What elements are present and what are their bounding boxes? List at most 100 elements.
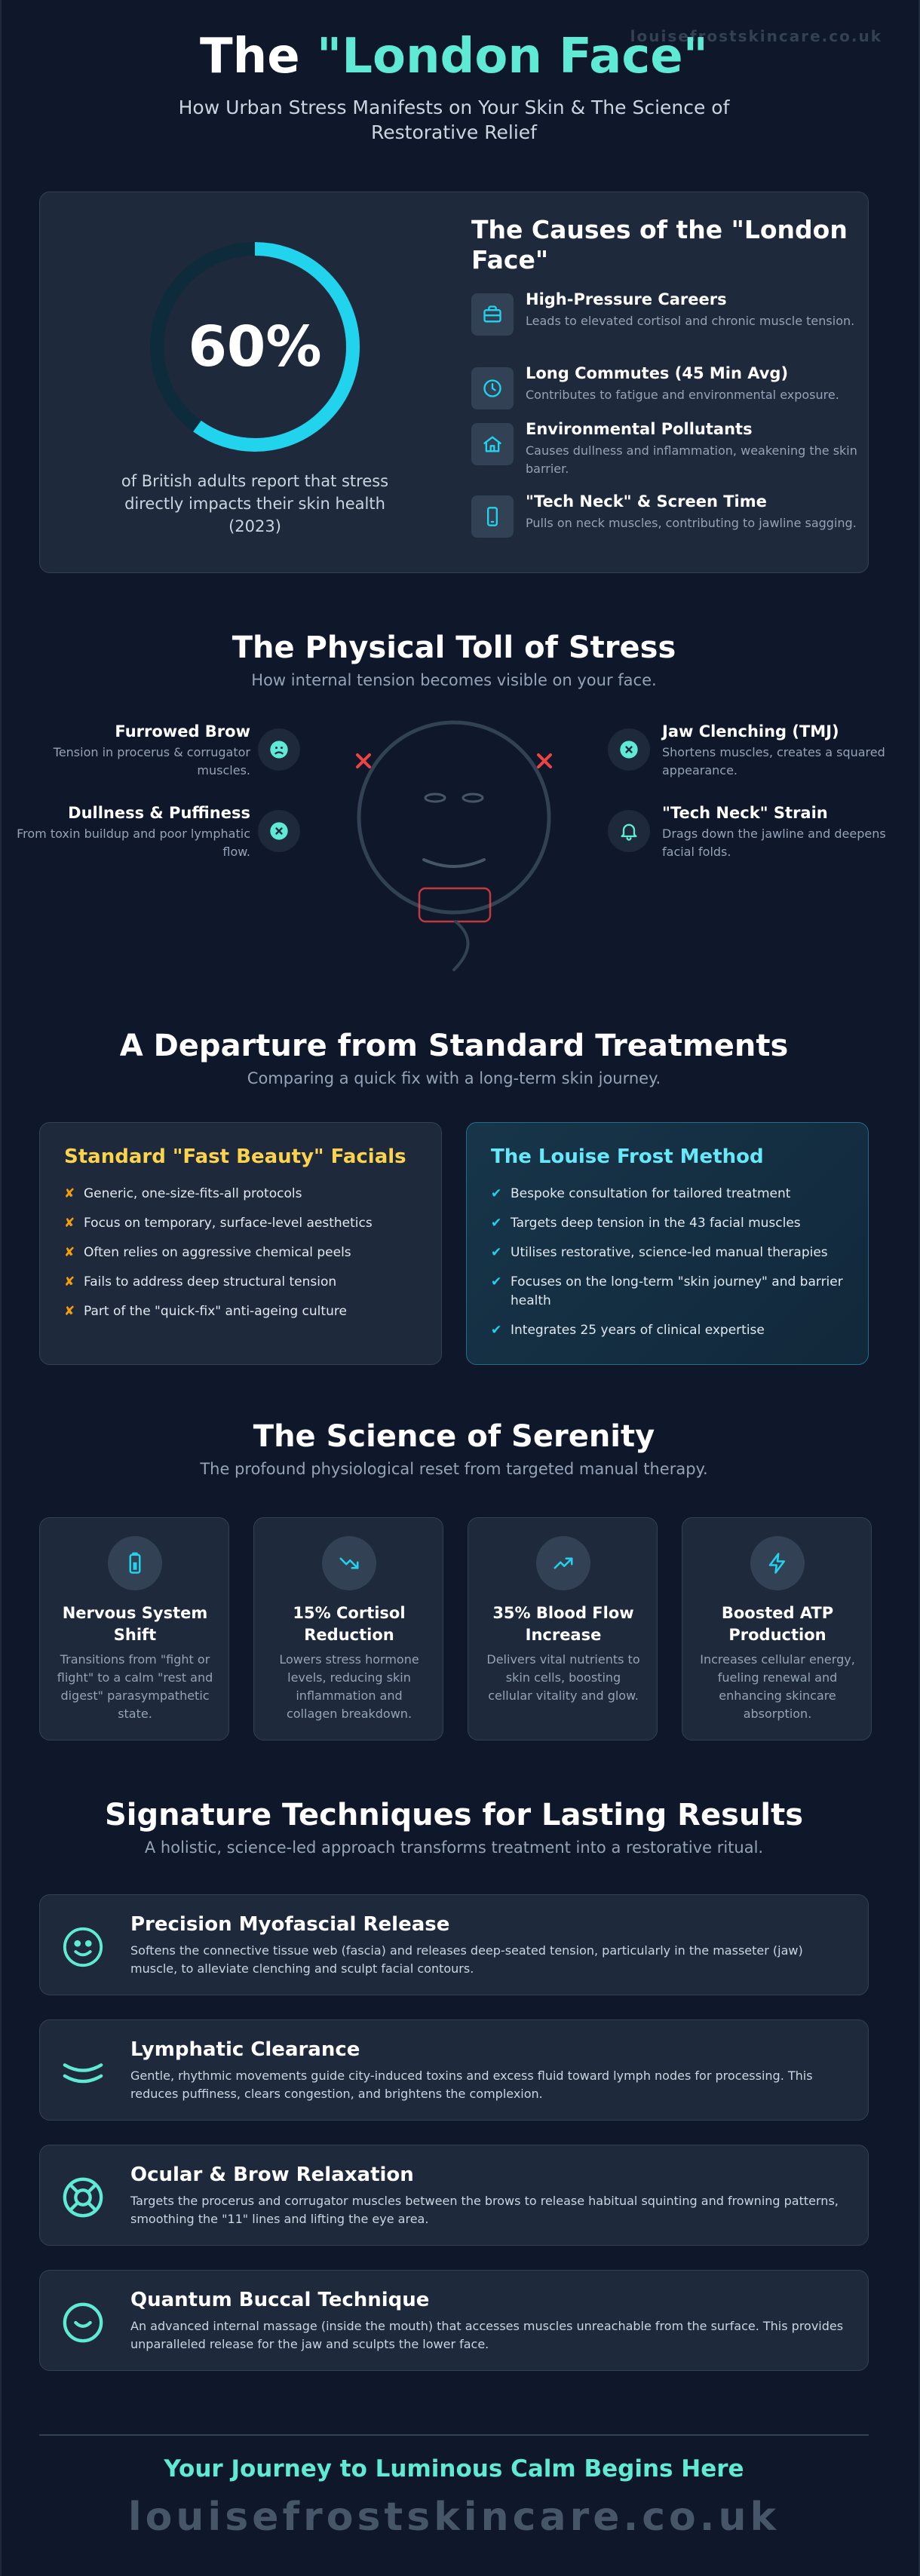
stat-ring-progress bbox=[150, 242, 360, 452]
louise-frost-method-list: ✔Bespoke consultation for tailored treat… bbox=[491, 1185, 845, 1351]
lightning-icon bbox=[750, 1536, 805, 1590]
check-icon: ✔ bbox=[491, 1186, 502, 1201]
causes-card: 60% of British adults report that stress… bbox=[39, 192, 869, 573]
waves-icon bbox=[60, 2049, 106, 2096]
hero-subtitle: How Urban Stress Manifests on Your Skin … bbox=[178, 97, 730, 143]
face-outline bbox=[357, 720, 551, 915]
list-item: ✔ Targets deep tension in the 43 facial m… bbox=[491, 1214, 845, 1233]
list-item-text: Part of the "quick-fix" anti-ageing cult… bbox=[84, 1304, 347, 1319]
list-item: ✔Bespoke consultation for tailored treat… bbox=[491, 1185, 845, 1204]
technique-title: Quantum Buccal Technique bbox=[130, 2289, 430, 2311]
list-item: ✔ Integrates 25 years of clinical experti… bbox=[491, 1321, 845, 1340]
list-item: ✘Fails to address deep structural tensio… bbox=[64, 1273, 419, 1292]
cause-title: High-Pressure Careers bbox=[526, 290, 727, 308]
standard-facials-list: ✘Generic, one-size-fits-all protocols ✘F… bbox=[64, 1185, 419, 1332]
causes-title: The Causes of the "London Face" bbox=[471, 215, 848, 274]
list-item-text: Integrates 25 years of clinical expertis… bbox=[511, 1323, 765, 1338]
toll-item-title: "Tech Neck" Strain bbox=[662, 804, 828, 822]
cause-title: Long Commutes (45 Min Avg) bbox=[526, 364, 789, 382]
technique-title: Ocular & Brow Relaxation bbox=[130, 2164, 414, 2186]
home-icon bbox=[471, 423, 514, 465]
check-icon: ✔ bbox=[491, 1245, 502, 1260]
techniques-title: Signature Techniques for Lasting Results bbox=[105, 1798, 803, 1832]
toll-title: The Physical Toll of Stress bbox=[232, 630, 676, 665]
cross-icon: ✘ bbox=[64, 1304, 75, 1319]
footer-url-link[interactable]: louisefrostskincare.co.uk bbox=[127, 2495, 780, 2540]
list-item-text: Utilises restorative, science-led manual… bbox=[511, 1245, 828, 1260]
check-icon: ✔ bbox=[491, 1274, 502, 1290]
face-right-eye bbox=[462, 793, 484, 803]
jaw-highlight bbox=[418, 887, 492, 923]
cause-desc: Contributes to fatigue and environmental… bbox=[526, 388, 839, 402]
list-item-text: Focuses on the long-term "skin journey" … bbox=[511, 1274, 843, 1308]
list-item-text: Targets deep tension in the 43 facial mu… bbox=[511, 1216, 801, 1231]
cause-title: "Tech Neck" & Screen Time bbox=[526, 492, 767, 511]
battery-icon bbox=[108, 1536, 162, 1590]
phone-icon bbox=[471, 495, 514, 538]
technique-desc: Targets the procerus and corrugator musc… bbox=[130, 2194, 839, 2226]
toll-item-jaw-clenching: Jaw Clenching (TMJ) Shortens muscles, cr… bbox=[662, 722, 911, 780]
stat-caption: of British adults report that stress dir… bbox=[121, 472, 389, 535]
science-card-cortisol: 15% Cortisol Reduction Lowers stress hor… bbox=[253, 1517, 443, 1740]
cause-desc: Causes dullness and inflammation, weaken… bbox=[526, 443, 857, 476]
cta-text: Your Journey to Luminous Calm Begins Her… bbox=[164, 2455, 744, 2482]
check-icon: ✔ bbox=[491, 1323, 502, 1338]
list-item: ✘Focus on temporary, surface-level aesth… bbox=[64, 1214, 419, 1233]
hero-title: The "London Face" bbox=[2, 29, 906, 84]
techniques-subtitle: A holistic, science-led approach transfo… bbox=[144, 1838, 764, 1857]
science-title: The Science of Serenity bbox=[253, 1419, 655, 1454]
science-card-desc: Increases cellular energy, fueling renew… bbox=[700, 1652, 855, 1721]
circle-smile-icon bbox=[60, 2299, 106, 2346]
standard-facials-title: Standard "Fast Beauty" Facials bbox=[64, 1145, 406, 1168]
trend-down-icon bbox=[322, 1536, 376, 1590]
face-left-eye bbox=[424, 793, 446, 803]
departure-title: A Departure from Standard Treatments bbox=[119, 1029, 789, 1063]
louise-frost-method-card: The Louise Frost Method ✔Bespoke consult… bbox=[466, 1122, 869, 1365]
face-illustration bbox=[356, 720, 552, 971]
bell-icon bbox=[608, 810, 650, 852]
x-mark-icon bbox=[537, 753, 552, 768]
list-item-text: Often relies on aggressive chemical peel… bbox=[84, 1245, 351, 1260]
list-item: ✘ Often relies on aggressive chemical pee… bbox=[64, 1244, 419, 1262]
technique-title: Lymphatic Clearance bbox=[130, 2038, 360, 2061]
footer-divider bbox=[39, 2434, 869, 2436]
technique-desc: Softens the connective tissue web (fasci… bbox=[130, 1943, 803, 1976]
toll-subtitle: How internal tension becomes visible on … bbox=[251, 671, 657, 689]
cause-desc: Leads to elevated cortisol and chronic m… bbox=[526, 314, 855, 328]
science-card-title: Boosted ATP Production bbox=[721, 1604, 834, 1644]
list-item: ✔ Utilises restorative, science-led manua… bbox=[491, 1244, 845, 1262]
science-card-title: 15% Cortisol Reduction bbox=[293, 1604, 406, 1644]
stat-value: 60% bbox=[188, 314, 322, 379]
cross-icon: ✘ bbox=[64, 1245, 75, 1260]
technique-quantum-buccal: Quantum Buccal Technique An advanced int… bbox=[39, 2270, 869, 2371]
lifebuoy-icon bbox=[60, 2174, 106, 2221]
science-card-atp: Boosted ATP Production Increases cellula… bbox=[682, 1517, 872, 1740]
technique-lymphatic-clearance: Lymphatic Clearance Gentle, rhythmic mov… bbox=[39, 2019, 869, 2121]
clock-icon bbox=[471, 367, 514, 409]
science-subtitle: The profound physiological reset from ta… bbox=[200, 1460, 708, 1478]
cause-desc: Pulls on neck muscles, contributing to j… bbox=[526, 516, 857, 530]
technique-ocular-brow: Ocular & Brow Relaxation Targets the pro… bbox=[39, 2145, 869, 2246]
toll-item-desc: Tension in procerus & corrugator muscles… bbox=[53, 745, 250, 777]
toll-item-title: Jaw Clenching (TMJ) bbox=[662, 722, 839, 741]
list-item-text: Focus on temporary, surface-level aesthe… bbox=[84, 1216, 373, 1231]
stat-ring: 60% bbox=[146, 238, 364, 456]
toll-item-tech-neck: "Tech Neck" Strain Drags down the jawlin… bbox=[662, 804, 911, 861]
neck-line bbox=[452, 920, 470, 971]
louise-frost-method-title: The Louise Frost Method bbox=[491, 1145, 764, 1168]
standard-facials-card: Standard "Fast Beauty" Facials ✘Generic,… bbox=[39, 1122, 442, 1365]
x-mark-icon bbox=[356, 753, 371, 768]
science-card-blood-flow: 35% Blood Flow Increase Delivers vital n… bbox=[468, 1517, 658, 1740]
technique-myofascial-release: Precision Myofascial Release Softens the… bbox=[39, 1894, 869, 1995]
x-circle-icon bbox=[258, 810, 300, 852]
science-card-title: 35% Blood Flow Increase bbox=[492, 1604, 634, 1644]
science-card-desc: Delivers vital nutrients to skin cells, … bbox=[486, 1652, 640, 1703]
departure-subtitle: Comparing a quick fix with a long-term s… bbox=[247, 1069, 661, 1087]
science-card-nervous-system: Nervous System Shift Transitions from "f… bbox=[39, 1517, 229, 1740]
check-icon: ✔ bbox=[491, 1216, 502, 1231]
frown-icon bbox=[258, 728, 300, 771]
technique-desc: Gentle, rhythmic movements guide city-in… bbox=[130, 2068, 813, 2101]
technique-title: Precision Myofascial Release bbox=[130, 1913, 450, 1936]
toll-item-title: Furrowed Brow bbox=[115, 722, 250, 741]
